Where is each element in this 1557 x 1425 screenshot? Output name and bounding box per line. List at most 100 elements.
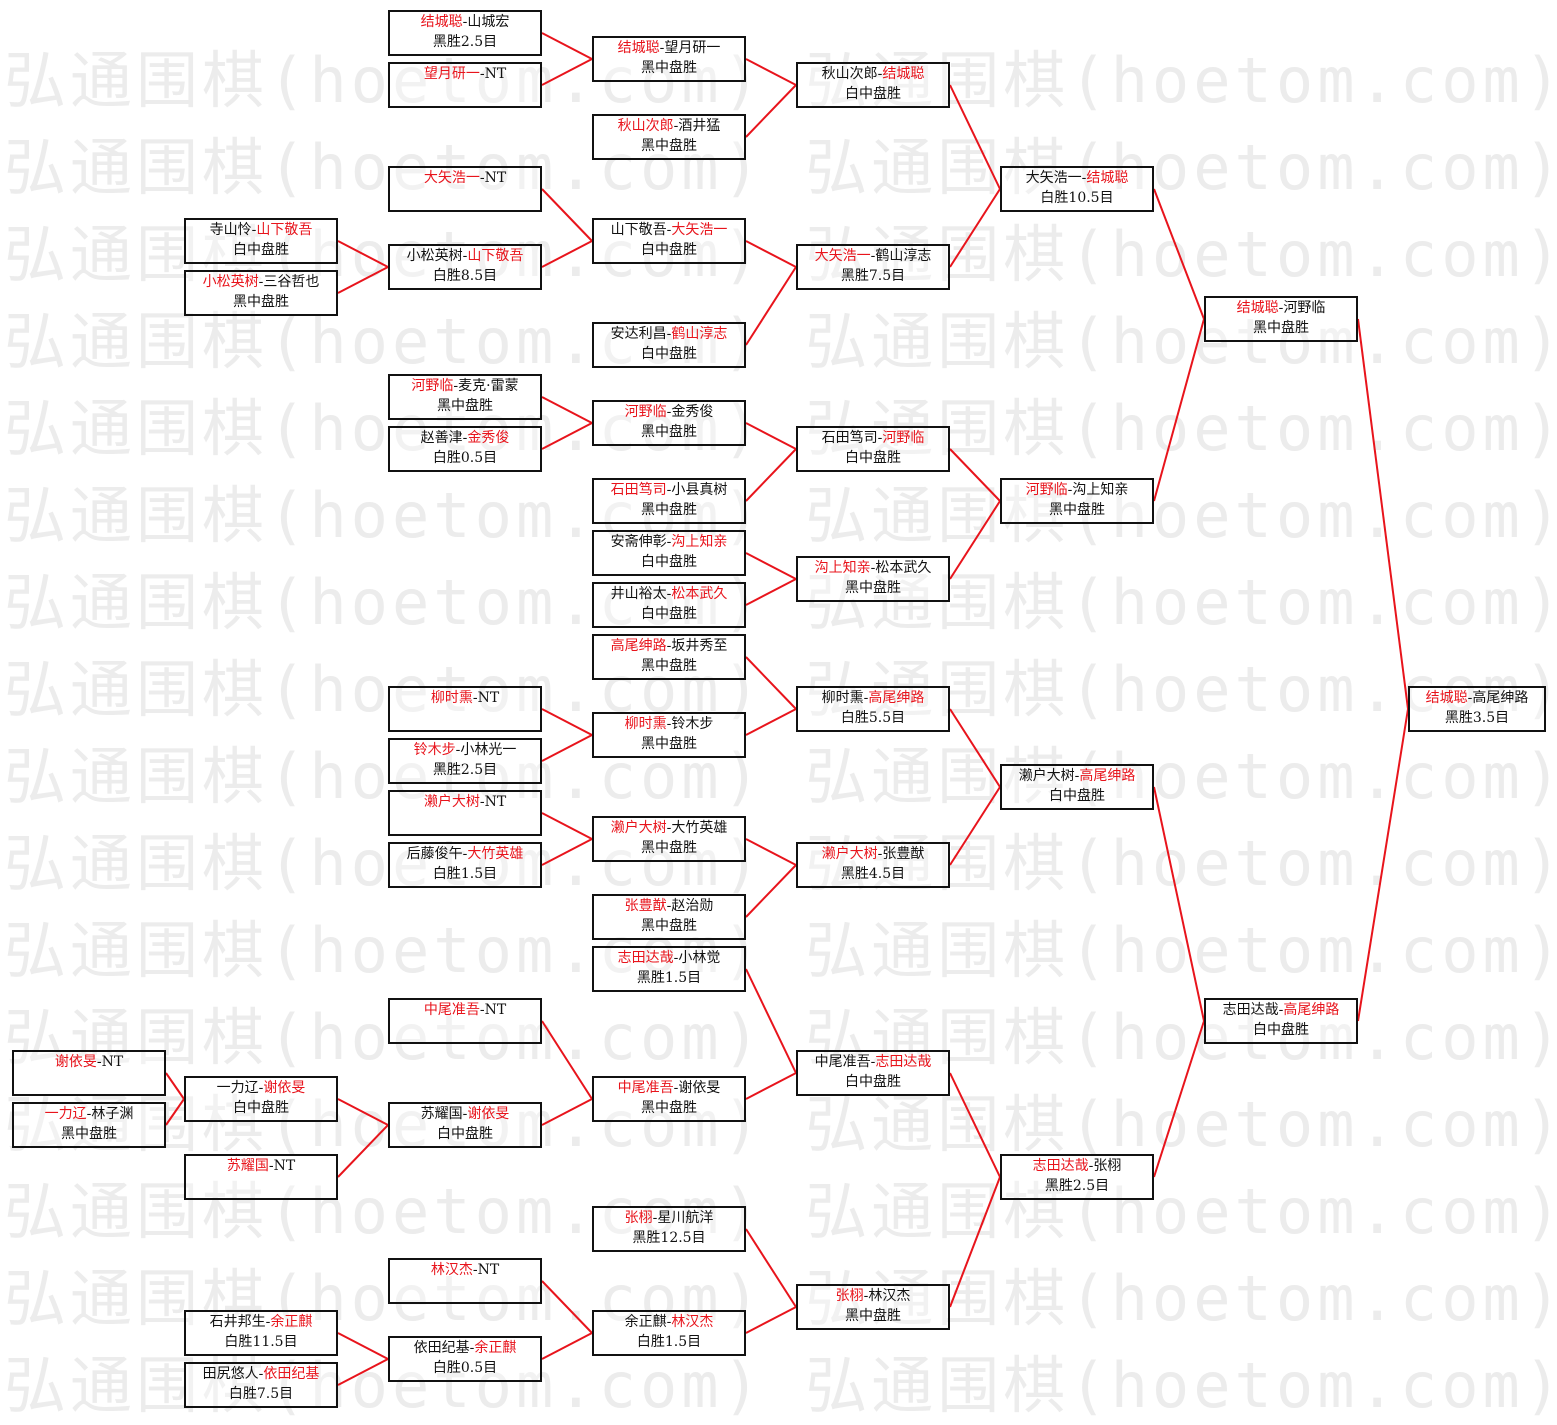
player-name: 松本武久 xyxy=(875,560,932,576)
match-players: 石井邦生-余正麒 xyxy=(186,1312,336,1332)
winner-name: 铃木步 xyxy=(413,742,456,758)
separator: - xyxy=(652,1210,658,1226)
separator: - xyxy=(462,248,468,264)
player-name: 林汉杰 xyxy=(868,1288,911,1304)
winner-name: 河野临 xyxy=(624,404,667,420)
match-players: 志田达哉-小林觉 xyxy=(594,948,744,968)
player-name: 依田纪基 xyxy=(413,1340,470,1356)
match-result xyxy=(390,84,540,104)
separator: - xyxy=(870,560,876,576)
match-result: 黑胜7.5目 xyxy=(840,268,906,284)
match-result: 黑中盘胜 xyxy=(845,1308,901,1324)
match-box: 秋山次郎-结城聪白中盘胜 xyxy=(796,62,950,108)
match-players: 小松英树-山下敬吾 xyxy=(390,246,540,266)
winner-name: 志田达哉 xyxy=(1032,1158,1089,1174)
separator: - xyxy=(86,1106,92,1122)
match-players: 苏耀国-谢依旻 xyxy=(390,1104,540,1124)
separator: - xyxy=(666,534,672,550)
player-name: 安达利昌 xyxy=(610,326,667,342)
match-players: 河野临-麦克·雷蒙 xyxy=(390,376,540,396)
winner-name: 大矢浩一 xyxy=(671,222,728,238)
winner-name: 柳时熏 xyxy=(624,716,667,732)
winner-name: 张豊猷 xyxy=(624,898,667,914)
match-box: 濑户大树-张豊猷黑胜4.5目 xyxy=(796,842,950,888)
winner-name: 结城聪 xyxy=(1086,170,1129,186)
bracket-connector xyxy=(1357,708,1409,1022)
match-box: 濑户大树-NT xyxy=(388,790,542,836)
winner-name: 柳时熏 xyxy=(430,690,473,706)
match-players: 张栩-星川航洋 xyxy=(594,1208,744,1228)
separator: - xyxy=(666,222,672,238)
match-players: 河野临-沟上知亲 xyxy=(1002,480,1152,500)
match-box: 依田纪基-余正麒白胜0.5目 xyxy=(388,1336,542,1382)
bracket-connector xyxy=(541,188,593,242)
match-result: 黑中盘胜 xyxy=(641,60,697,76)
match-result: 黑胜3.5目 xyxy=(1444,710,1510,726)
winner-name: 松本武久 xyxy=(671,586,728,602)
bracket-connector xyxy=(949,786,1001,866)
separator: - xyxy=(877,66,883,82)
separator: - xyxy=(462,846,468,862)
match-result: 黑胜1.5目 xyxy=(636,970,702,986)
match-players: 濑户大树-张豊猷 xyxy=(798,844,948,864)
match-box: 河野临-沟上知亲黑中盘胜 xyxy=(1000,478,1154,524)
separator: - xyxy=(863,1288,869,1304)
match-result xyxy=(390,812,540,832)
bracket-connector xyxy=(745,1228,797,1308)
match-players: 一力辽-林子渊 xyxy=(14,1104,164,1124)
winner-name: 沟上知亲 xyxy=(671,534,728,550)
player-name: 小林觉 xyxy=(678,950,721,966)
match-players: 中尾准吾-NT xyxy=(390,1000,540,1020)
player-name: 酒井猛 xyxy=(678,118,721,134)
separator: - xyxy=(479,794,485,810)
match-result: 黑中盘胜 xyxy=(61,1126,117,1142)
player-name: 井山裕太 xyxy=(610,586,667,602)
separator: - xyxy=(472,690,478,706)
bracket-connector xyxy=(745,708,797,736)
bracket-connector xyxy=(745,448,797,502)
bracket-connector xyxy=(541,838,593,866)
winner-name: 林汉杰 xyxy=(671,1314,714,1330)
separator: - xyxy=(462,430,468,446)
separator: - xyxy=(877,846,883,862)
match-result: 黑中盘胜 xyxy=(641,1100,697,1116)
match-players: 一力辽-谢依旻 xyxy=(186,1078,336,1098)
match-box: 志田达哉-小林觉黑胜1.5目 xyxy=(592,946,746,992)
match-result: 白中盘胜 xyxy=(1049,788,1105,804)
match-result: 白中盘胜 xyxy=(641,554,697,570)
match-result: 白中盘胜 xyxy=(845,450,901,466)
player-name: 安斋伸彰 xyxy=(610,534,667,550)
winner-name: 大矢浩一 xyxy=(814,248,871,264)
separator: - xyxy=(479,66,485,82)
bracket-connector xyxy=(541,422,593,450)
match-players: 志田达哉-高尾绅路 xyxy=(1206,1000,1356,1020)
match-players: 志田达哉-张栩 xyxy=(1002,1156,1152,1176)
bracket-connector xyxy=(541,396,593,424)
winner-name: 山下敬吾 xyxy=(467,248,524,264)
match-result: 白中盘胜 xyxy=(641,242,697,258)
match-result: 黑中盘胜 xyxy=(845,580,901,596)
bracket-connector xyxy=(337,266,389,294)
player-name: 高尾绅路 xyxy=(1472,690,1529,706)
match-box: 大矢浩一-结城聪白胜10.5目 xyxy=(1000,166,1154,212)
match-players: 铃木步-小林光一 xyxy=(390,740,540,760)
match-result: 黑中盘胜 xyxy=(641,918,697,934)
player-name: 张栩 xyxy=(1093,1158,1122,1174)
match-players: 大矢浩一-鹤山淳志 xyxy=(798,246,948,266)
separator: - xyxy=(666,1314,672,1330)
separator: - xyxy=(666,716,672,732)
match-players: 依田纪基-余正麒 xyxy=(390,1338,540,1358)
player-name: 河野临 xyxy=(1283,300,1326,316)
separator: - xyxy=(1278,300,1284,316)
match-players: 中尾准吾-志田达哉 xyxy=(798,1052,948,1072)
match-players: 林汉杰-NT xyxy=(390,1260,540,1280)
winner-name: 林汉杰 xyxy=(430,1262,473,1278)
match-box: 余正麒-林汉杰白胜1.5目 xyxy=(592,1310,746,1356)
match-players: 苏耀国-NT xyxy=(186,1156,336,1176)
match-players: 结城聪-河野临 xyxy=(1206,298,1356,318)
player-name: NT xyxy=(484,794,507,810)
winner-name: 濑户大树 xyxy=(423,794,480,810)
player-name: NT xyxy=(484,1002,507,1018)
match-box: 安达利昌-鹤山淳志白中盘胜 xyxy=(592,322,746,368)
player-name: NT xyxy=(477,690,500,706)
